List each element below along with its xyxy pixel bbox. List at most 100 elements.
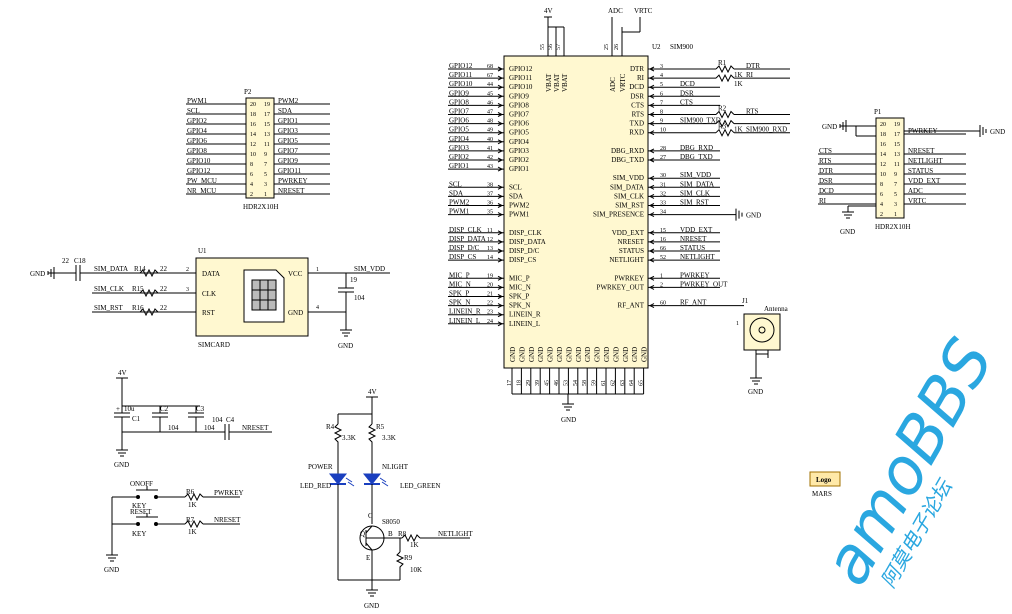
u2-gnd-pin-num: 59 <box>592 380 598 386</box>
header-pin-a: 10 <box>880 172 886 178</box>
u2-left-net: GPIO6 <box>449 117 469 125</box>
u2-left-pin-num: 14 <box>487 255 493 261</box>
u2-left-pin-num: 20 <box>487 282 493 288</box>
header-left-net: GPIO6 <box>187 137 207 145</box>
u2-right-pin-name: RXD <box>629 129 644 137</box>
q-part: S8050 <box>382 518 400 526</box>
header-right-net: VDD_EXT <box>908 177 941 185</box>
u2-top-pin-name: VRTC <box>619 73 627 92</box>
u1-gnd-label: GND <box>30 270 45 278</box>
u2-right-pin-name: SIM_VDD <box>613 174 644 182</box>
u2-left-pin-name: DISP_CS <box>509 256 536 264</box>
u2-left-net: DISP_CS <box>449 253 476 261</box>
c19-ref: 19 <box>350 276 358 284</box>
u2-left-pin-num: 68 <box>487 64 493 70</box>
q-ref: Q <box>360 530 365 538</box>
u2-right-pin-num: 6 <box>660 91 663 97</box>
u2-left-net: DISP_D/C <box>449 244 480 252</box>
p2-body <box>245 97 275 199</box>
header-left-net: DTR <box>819 167 833 175</box>
header-left-net: GPIO12 <box>187 167 211 175</box>
u1-part: SIMCARD <box>198 341 230 349</box>
sim-data-net: SIM_DATA <box>94 265 128 273</box>
u2-right-pin-num: 30 <box>660 173 666 179</box>
u2-gnd-pin-name: GND <box>528 347 536 362</box>
logo-block: Logo MARS <box>809 471 841 498</box>
header-left-net: PWM1 <box>187 97 208 105</box>
u2-right-net: DBG_RXD <box>680 144 713 152</box>
keys-gnd: GND <box>104 566 119 574</box>
key-switches: ONOFF RESET KEY KEY R6 1K PWRKEY R7 1K N… <box>104 480 244 574</box>
p1-gnd-right: GND <box>990 128 1005 136</box>
u2-right-pin-name: CTS <box>631 101 644 109</box>
u2-right-pin-name: DBG_TXD <box>611 156 644 164</box>
u2-right-pin-name: RF_ANT <box>618 302 645 310</box>
c4-val: 104 <box>212 416 223 424</box>
logo-box <box>809 471 841 487</box>
j1-ref: J1 <box>742 297 749 305</box>
header-pin-b: 9 <box>264 152 267 158</box>
header-pin-a: 8 <box>880 182 883 188</box>
r9-val: 10K <box>410 566 422 574</box>
u2-right-net: DTR <box>746 62 760 70</box>
u2-top-pin-num: 57 <box>556 44 562 50</box>
header-pin-a: 18 <box>880 132 886 138</box>
header-pin-b: 5 <box>264 172 267 178</box>
header-left-net: RI <box>819 197 827 205</box>
u2-top-pin-name: VBAT <box>545 73 553 92</box>
header-right-net: NRESET <box>278 187 305 195</box>
u1-pin-2: 2 <box>186 267 189 273</box>
u1-ref: U1 <box>198 247 207 255</box>
u2-left-pin-name: SPK_N <box>509 302 530 310</box>
u2-right-pin-num: 31 <box>660 182 666 188</box>
u2-left-pin-num: 46 <box>487 100 493 106</box>
u2-left-net: LINEIN_R <box>449 308 481 316</box>
u2-left-pin-name: GPIO11 <box>509 74 533 82</box>
u2-gnd-pin-name: GND <box>518 347 526 362</box>
c1-sign: + <box>116 405 120 413</box>
c19-val: 104 <box>354 294 365 302</box>
u2-left-net: GPIO5 <box>449 126 469 134</box>
u2-left-pin-num: 48 <box>487 119 493 125</box>
u2-right-net: NETLIGHT <box>680 253 715 261</box>
u1-pin-vcc: VCC <box>288 270 303 278</box>
u1-pin-gnd: GND <box>288 309 303 317</box>
u2-left-net: SCL <box>449 180 462 188</box>
logo-sub: MARS <box>812 490 832 498</box>
u2-left-pin-name: PWM2 <box>509 202 530 210</box>
u2-left-net: DISP_DATA <box>449 235 486 243</box>
u2-left-pin-name: GPIO7 <box>509 111 529 119</box>
u2-left-net: GPIO8 <box>449 98 469 106</box>
header-right-net: GPIO9 <box>278 157 298 165</box>
u2-left-net: GPIO1 <box>449 162 469 170</box>
adc-net-label: ADC <box>608 7 623 15</box>
header-pin-a: 14 <box>250 132 256 138</box>
u2-gnd-pin-num: 63 <box>620 380 626 386</box>
r7-val: 1K <box>188 528 197 536</box>
u2-gnd-pin-name: GND <box>584 347 592 362</box>
u2-gnd-pin-num: 45 <box>545 380 551 386</box>
p1-part: HDR2X10H <box>875 223 910 231</box>
r15-val: 22 <box>160 285 168 293</box>
u2-left-net: DISP_CLK <box>449 226 482 234</box>
u2-left-pin-num: 44 <box>487 82 493 88</box>
u2-left-pin-name: GPIO6 <box>509 120 529 128</box>
u2-gnd-pin-num: 53 <box>563 380 569 386</box>
header-pin-b: 13 <box>264 132 270 138</box>
r9-ref: R9 <box>404 554 413 562</box>
header-right-net: PWRKEY <box>278 177 308 185</box>
u2-right-net: RI <box>746 71 754 79</box>
u2-right-pin-name: DCD <box>629 83 644 91</box>
u2-left-net: GPIO10 <box>449 80 473 88</box>
u2-right-pin-name: DSR <box>630 92 644 100</box>
header-left-net: GPIO4 <box>187 127 207 135</box>
key1-label: KEY <box>132 502 146 510</box>
u2-top-pin-num: 55 <box>540 44 546 50</box>
u2-left-pin-num: 35 <box>487 210 493 216</box>
u2-left-pin-name: GPIO12 <box>509 65 533 73</box>
u2-left-net: GPIO9 <box>449 89 469 97</box>
header-right-net: VRTC <box>908 197 927 205</box>
q-c: C <box>368 512 373 520</box>
u2-right-pin-num: 1 <box>660 273 663 279</box>
